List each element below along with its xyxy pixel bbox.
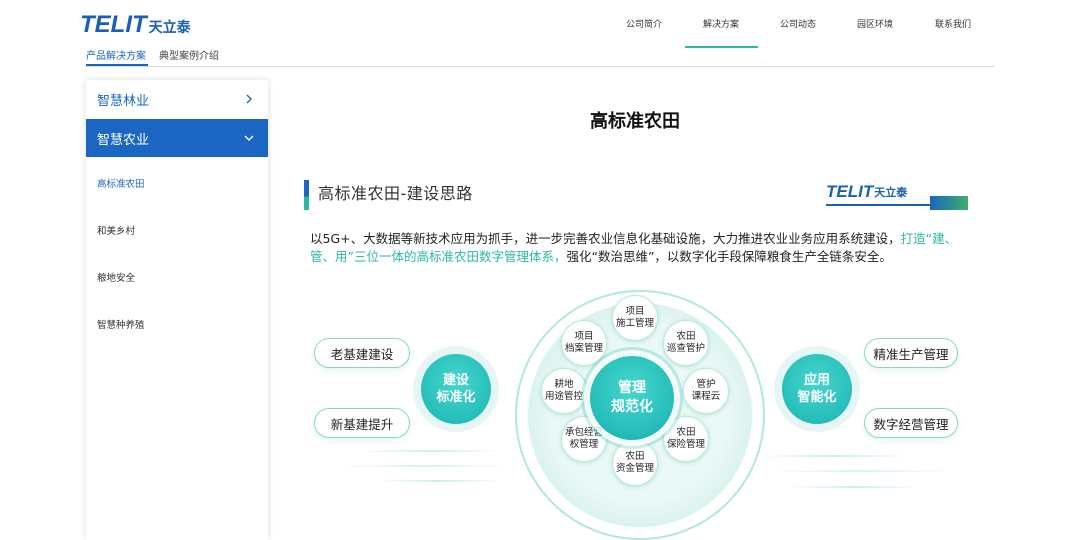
chevron-right-icon — [246, 94, 252, 104]
nav-item-news[interactable]: 公司动态 — [780, 20, 817, 30]
decor-streak — [360, 450, 500, 452]
logo-mark: TELIT — [80, 11, 147, 38]
sidebar-item-grain-security[interactable]: 粮地安全 — [97, 273, 136, 284]
node-label-line2: 权管理 — [569, 439, 599, 450]
node-label-line1: 项目 — [574, 331, 594, 342]
pill-new-infrastructure: 新基建提升 — [314, 408, 410, 438]
nav-item-solutions[interactable]: 解决方案 — [703, 20, 740, 30]
circle-label-line1: 建设 — [442, 373, 469, 388]
sidebar-item-smart-breeding[interactable]: 智慧种养殖 — [97, 320, 145, 331]
node-project-archives: 项目档案管理 — [561, 320, 607, 366]
node-label-line1: 农田 — [625, 451, 645, 462]
sidebar-item-village[interactable]: 和美乡村 — [97, 226, 136, 237]
decor-streak — [380, 480, 500, 482]
intro-text-1: 以5G+、大数据等新技术应用为抓手，进一步完善农业信息化基础设施，大力推进农业业… — [310, 231, 901, 246]
node-label-line1: 项目 — [625, 306, 645, 317]
section-logo-mark: TELIT — [826, 182, 874, 201]
circle-construction-standardization: 建设标准化 — [421, 354, 491, 424]
node-label-line2: 巡查管护 — [666, 343, 705, 354]
node-label-line1: 管护 — [696, 379, 716, 390]
node-label-line1: 农田 — [676, 331, 696, 342]
chevron-down-icon — [244, 135, 254, 141]
nav-item-contact[interactable]: 联系我们 — [935, 20, 972, 30]
node-farmland-insurance: 农田保险管理 — [663, 416, 709, 462]
section-logo-block — [930, 196, 968, 210]
circle-label-line2: 标准化 — [436, 390, 476, 405]
node-farmland-patrol: 农田巡查管护 — [663, 320, 709, 366]
nav-item-about[interactable]: 公司简介 — [626, 20, 663, 30]
node-label-line2: 课程云 — [691, 391, 721, 402]
sidebar-section-agriculture[interactable]: 智慧农业 — [86, 119, 268, 157]
node-project-construction: 项目施工管理 — [612, 295, 658, 341]
nav-active-underline — [685, 46, 758, 48]
section-logo: TELIT 天立泰 — [826, 182, 907, 202]
page-title: 高标准农田 — [590, 111, 680, 132]
node-label-line1: 农田 — [676, 427, 696, 438]
node-label-line2: 资金管理 — [615, 463, 654, 474]
circle-application-intelligence: 应用智能化 — [782, 354, 852, 424]
node-land-use-control: 耕地用途管控 — [541, 368, 587, 414]
node-contract-rights: 承包经营权管理 — [561, 416, 607, 462]
sidebar-section-label: 智慧农业 — [97, 132, 150, 148]
node-label-line2: 用途管控 — [544, 391, 583, 402]
construction-diagram: 老基建建设 新基建提升 建设标准化 项目施工管理 农田巡查管护 管护课程云 农田… — [290, 290, 990, 540]
decor-streak — [340, 465, 510, 467]
sidebar-section-label: 智慧林业 — [97, 93, 150, 109]
section-logo-underline — [826, 204, 930, 206]
section-logo-cn: 天立泰 — [874, 186, 908, 199]
circle-label-line1: 应用 — [803, 373, 830, 388]
tab-product-solutions[interactable]: 产品解决方案 — [86, 51, 146, 62]
subtab-active-underline — [86, 64, 148, 66]
center-label-line2: 规范化 — [611, 399, 653, 415]
center-management-standardization: 管理规范化 — [590, 356, 674, 440]
node-label-line1: 承包经营 — [564, 427, 603, 438]
decor-streak — [790, 486, 920, 488]
node-label-line2: 档案管理 — [564, 343, 603, 354]
sidebar: 智慧林业 智慧农业 高标准农田 和美乡村 粮地安全 智慧种养殖 — [86, 80, 268, 540]
section-title: 高标准农田-建设思路 — [318, 184, 473, 203]
sidebar-item-high-standard-farmland[interactable]: 高标准农田 — [97, 179, 145, 190]
header-divider — [86, 66, 994, 67]
decor-streak — [770, 470, 950, 472]
logo-cn-name: 天立泰 — [148, 19, 191, 36]
pill-precision-production: 精准生产管理 — [864, 338, 958, 368]
node-farmland-funds: 农田资金管理 — [612, 440, 658, 486]
intro-text-2: 强化“数治思维”，以数字化手段保障粮食生产全链条安全。 — [566, 249, 892, 264]
intro-paragraph: 以5G+、大数据等新技术应用为抓手，进一步完善农业信息化基础设施，大力推进农业业… — [310, 230, 965, 266]
node-maintenance-course: 管护课程云 — [683, 368, 729, 414]
circle-label-line2: 智能化 — [797, 390, 837, 405]
section-accent-bar — [304, 180, 309, 210]
intro-text-highlight: 打造“建、管、用”三位一体的高标准农田数字管理体系， — [310, 231, 958, 264]
pill-old-infrastructure: 老基建建设 — [314, 338, 410, 368]
tab-case-studies[interactable]: 典型案例介绍 — [159, 51, 219, 62]
node-label-line2: 保险管理 — [666, 439, 705, 450]
nav-item-campus[interactable]: 园区环境 — [857, 20, 894, 30]
node-label-line2: 施工管理 — [615, 318, 654, 329]
decor-streak — [760, 455, 910, 457]
pill-digital-operation: 数字经营管理 — [864, 408, 958, 438]
node-label-line1: 耕地 — [554, 379, 574, 390]
sidebar-section-forestry[interactable]: 智慧林业 — [86, 80, 268, 118]
center-label-line1: 管理 — [618, 380, 646, 396]
company-logo[interactable]: TELIT 天立泰 — [80, 12, 191, 38]
